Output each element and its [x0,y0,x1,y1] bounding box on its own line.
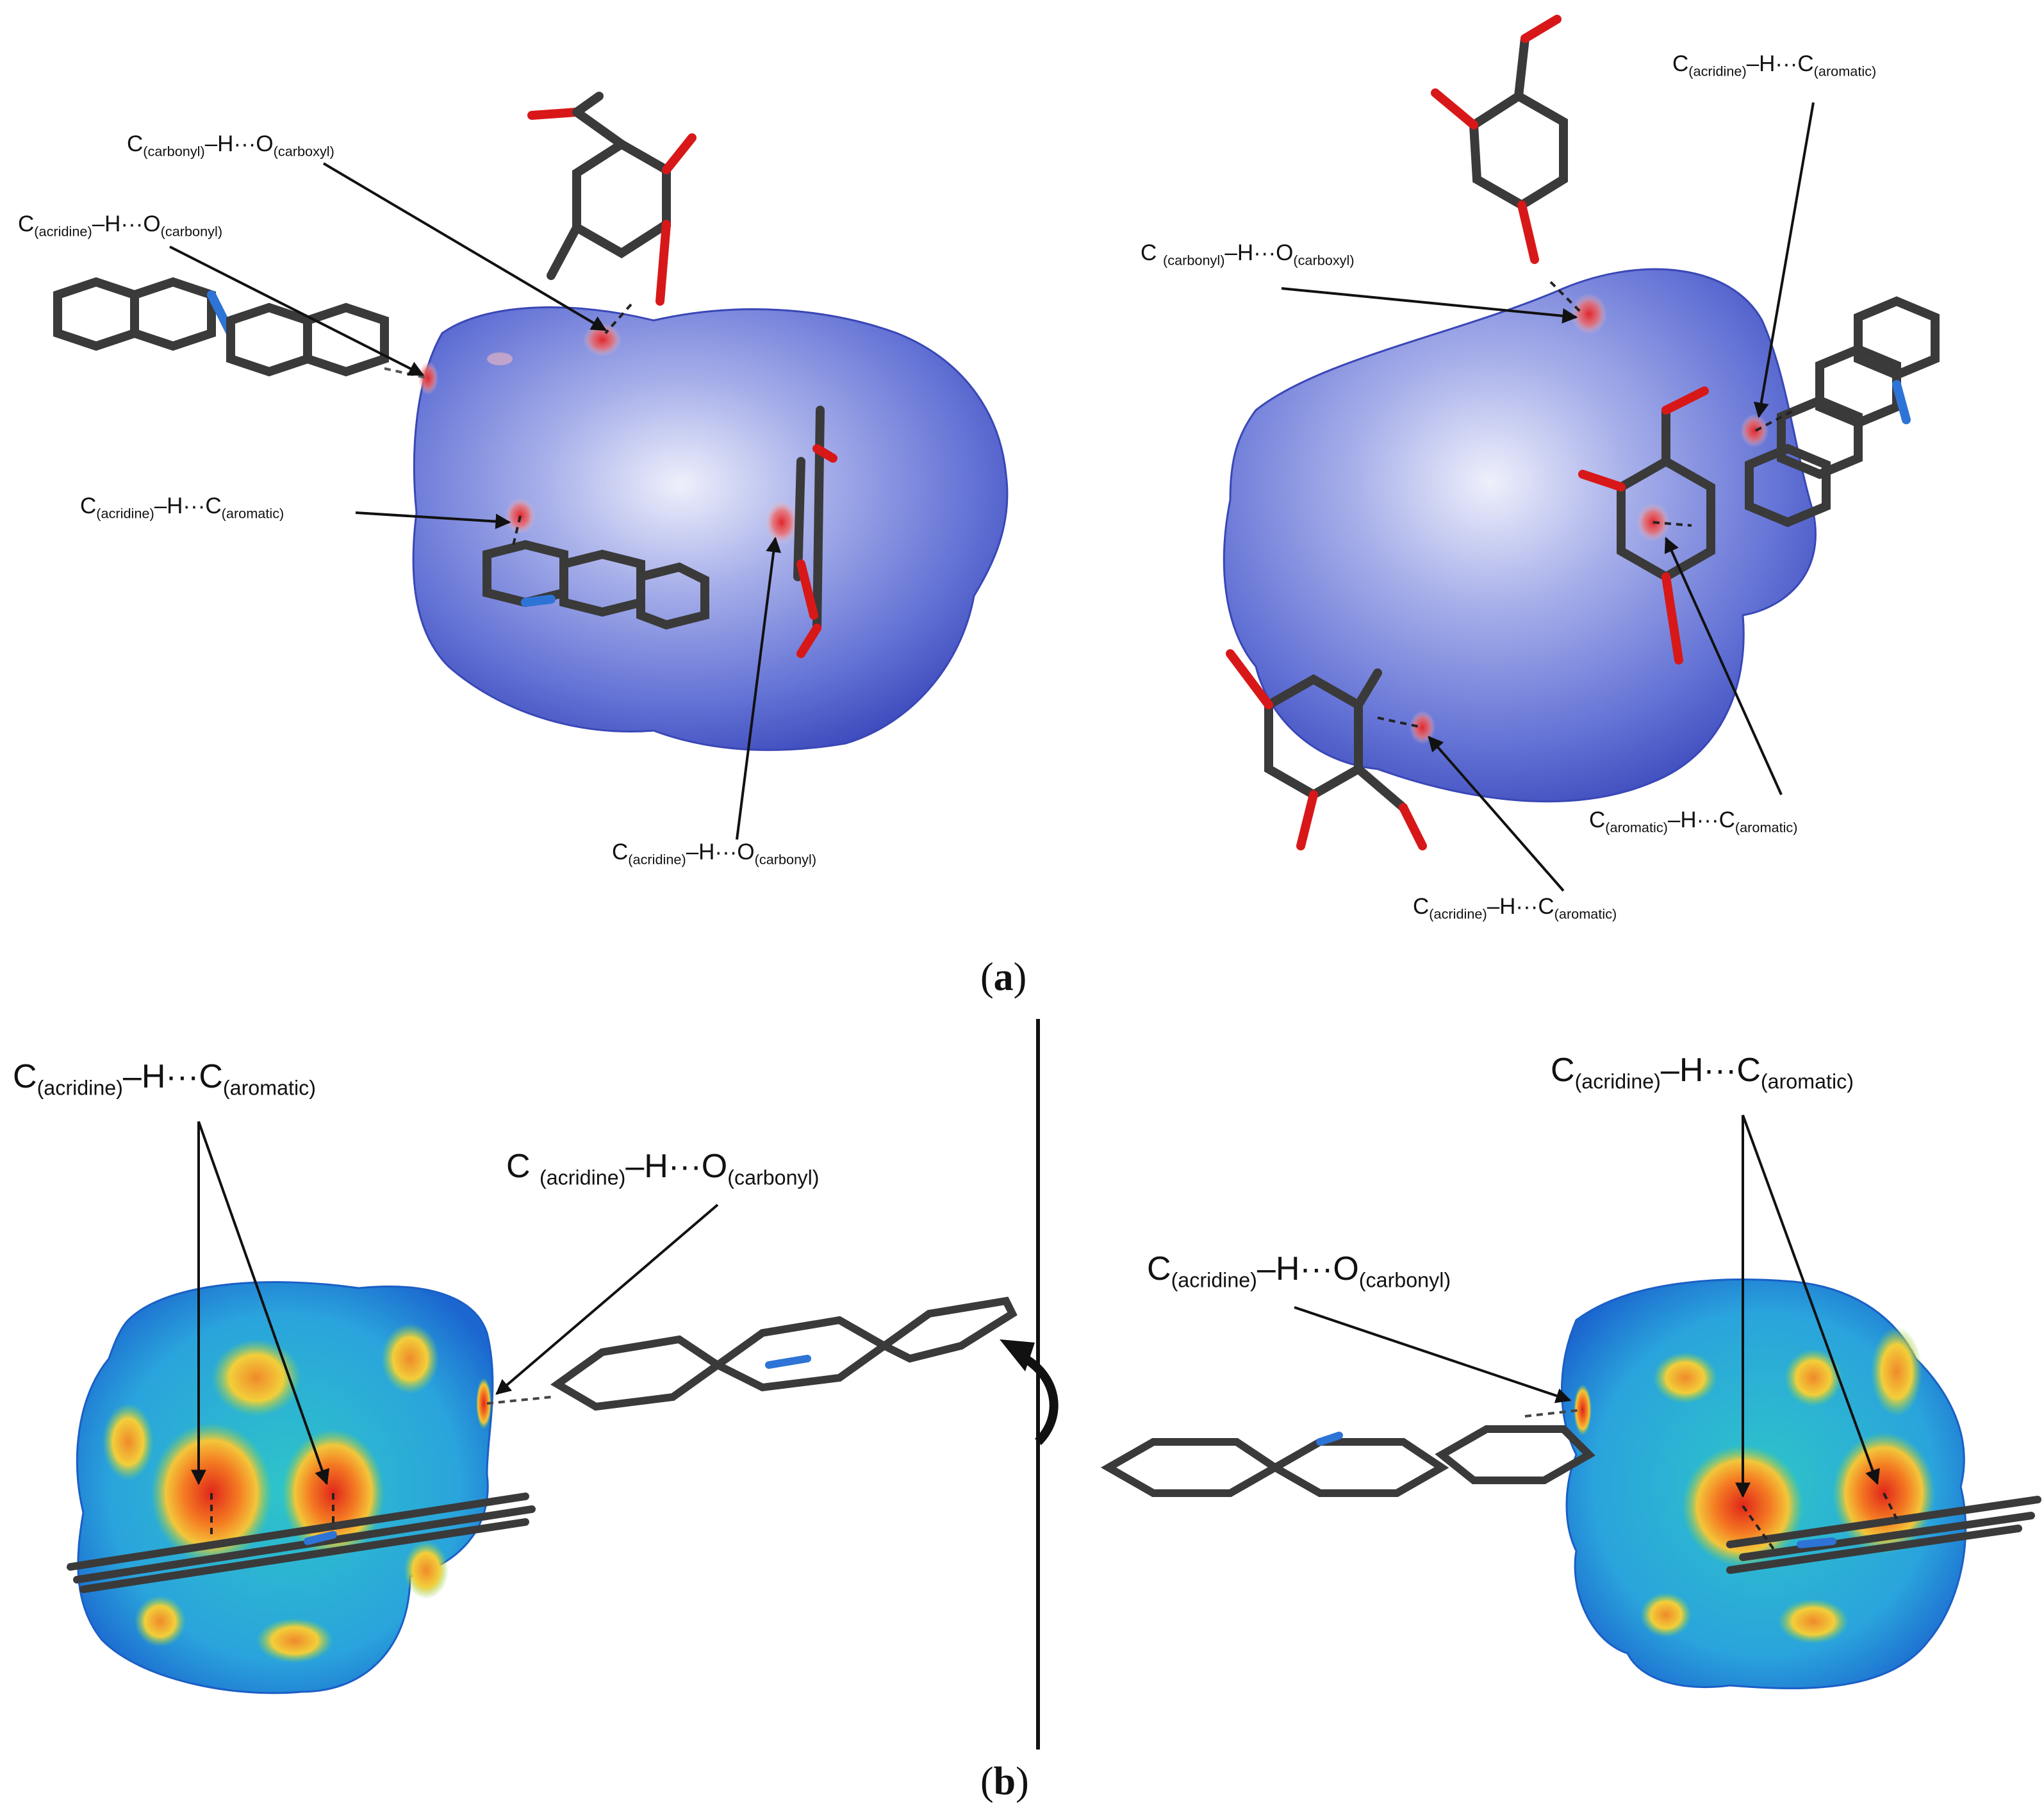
label-b-right-acridine-carbonyl: C(acridine)–H···O(carbonyl) [1147,1250,1451,1292]
label-a-right-acridine-aromatic-top: C(acridine)–H···C(aromatic) [1672,51,1877,79]
molecule-acridine-left [53,277,389,377]
label-a-carbonyl-carboxyl: C(carbonyl)–H···O(carboxyl) [127,131,334,160]
contact-spot [1571,294,1607,335]
label-a-acridine-aromatic-left: C(acridine)–H···C(aromatic) [80,493,284,522]
molecule-benzoic-center-right [1578,386,1715,665]
label-a-right-aromatic-aromatic: C(aromatic)–H···C(aromatic) [1589,807,1798,836]
label-a-acridine-carbonyl-top: C(acridine)–H···O(carbonyl) [18,211,223,240]
pointer-arrows [169,102,1880,1498]
molecule-acridine-lower-left [482,540,709,630]
molecule-acridine-b-right-side [1100,1425,1595,1497]
contact-spot [1410,711,1435,744]
molecule-benzoic-center [793,406,837,658]
label-a-acridine-carbonyl-bottom: C(acridine)–H···O(carbonyl) [612,840,817,868]
label-a-right-carbonyl-carboxyl: C (carbonyl)–H···O(carboxyl) [1141,240,1355,269]
molecule-benzoic-top-right [1431,15,1568,264]
molecule-acridine-b-left-side [550,1296,1018,1411]
dnorm-surface-right [1223,268,1817,803]
panel-a-right-surface [1223,268,1817,803]
molecule-acridine-right [1745,296,1940,527]
molecule-benzoic-top-left [527,92,696,306]
panel-b-left-surface [76,1281,494,1694]
label-a-right-acridine-aromatic-bottom: C(acridine)–H···C(aromatic) [1413,894,1617,922]
label-b-right-acridine-aromatic: C(acridine)–H···C(aromatic) [1551,1052,1854,1093]
contact-spot [1740,414,1768,447]
contact-spot [583,323,622,356]
label-b-left-acridine-aromatic: C(acridine)–H···C(aromatic) [13,1058,316,1100]
rotation-arrow-icon [1023,1355,1059,1445]
molecule-benzoic-bottom-right [1226,649,1427,850]
panel-label-a: (a) [980,956,1027,999]
molecule-acridine-b-left [67,1493,536,1593]
panel-a-left-surface [412,306,1009,751]
panel-label-b: (b) [980,1760,1029,1803]
contact-spot [765,500,798,544]
panel-b-right-surface [1561,1278,1967,1690]
label-b-left-acridine-carbonyl: C (acridine)–H···O(carbonyl) [506,1148,820,1189]
molecule-acridine-b-right [1726,1496,2041,1574]
dnorm-surface-left [412,306,1009,751]
